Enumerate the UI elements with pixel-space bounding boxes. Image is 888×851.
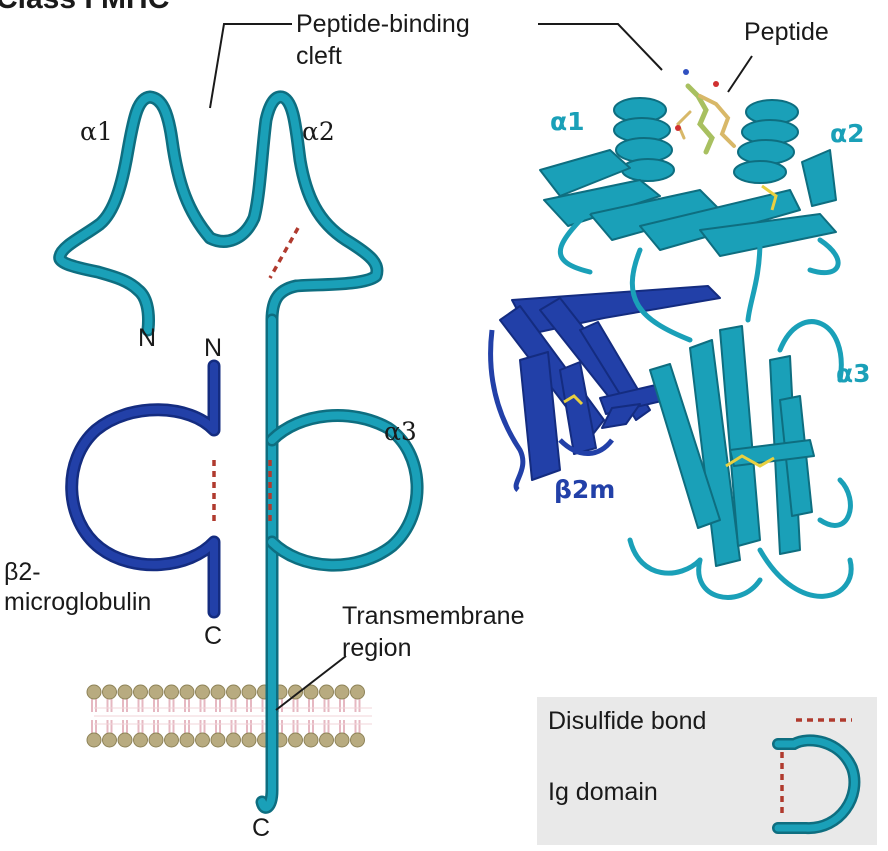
legend-ig-domain-label: Ig domain: [548, 778, 658, 806]
lipid-head: [319, 684, 334, 700]
c-terminus-b2m-label: C: [204, 622, 222, 650]
lipid-bilayer: [86, 684, 372, 748]
lipid-head: [303, 684, 319, 700]
alpha1-label: α1: [80, 117, 113, 146]
lipid-head: [148, 684, 164, 700]
transmembrane-label-line1: Transmembrane: [342, 602, 524, 630]
lipid-head: [319, 732, 334, 748]
peptide-leader-line: [727, 55, 753, 93]
peptide-label: Peptide: [744, 18, 829, 46]
alpha2-label: α2: [302, 117, 335, 146]
lipid-head: [179, 684, 195, 700]
disulfide-bond-alpha2: [268, 227, 300, 279]
lipid-head: [86, 732, 102, 748]
cleft-label-line1: Peptide-binding: [296, 10, 470, 38]
lipid-head: [102, 732, 117, 748]
n-terminus-b2m-label: N: [204, 334, 222, 362]
structure-b2m-label: β2m: [554, 475, 615, 504]
b2m-label-line2: microglobulin: [4, 588, 151, 616]
c-terminus-heavy-label: C: [252, 814, 270, 842]
transmembrane-label-line2: region: [342, 634, 412, 662]
lipid-head: [86, 684, 102, 700]
cleft-leader-line-right: [538, 23, 663, 71]
lipid-head: [241, 732, 257, 748]
lipid-head: [241, 684, 257, 700]
lipid-head: [164, 684, 179, 700]
peptide-stick-model: [675, 69, 736, 155]
crystal-structure-ribbon: [488, 69, 854, 600]
lipid-head: [350, 684, 365, 700]
lipid-head: [303, 732, 319, 748]
legend-disulfide-label: Disulfide bond: [548, 707, 706, 735]
lipid-head: [334, 684, 350, 700]
lipid-head: [133, 732, 148, 748]
b2m-label-line1: β2-: [4, 558, 41, 586]
structure-alpha1-label: α1: [550, 107, 585, 136]
lipid-head: [195, 732, 210, 748]
figure-title: Class I MHC: [0, 0, 169, 15]
cleft-label-line2: cleft: [296, 42, 342, 70]
lipid-head: [226, 684, 241, 700]
lipid-head: [288, 684, 303, 700]
alpha3-label: α3: [384, 417, 417, 446]
lipid-head: [117, 732, 133, 748]
lipid-head: [210, 684, 226, 700]
lipid-head: [102, 684, 117, 700]
lipid-head: [334, 732, 350, 748]
lipid-head: [210, 732, 226, 748]
transmembrane-leader-line: [275, 655, 347, 711]
lipid-head: [350, 732, 365, 748]
lipid-head: [288, 732, 303, 748]
lipid-head: [117, 684, 133, 700]
b2m-chain: [65, 359, 221, 619]
lipid-head: [226, 732, 241, 748]
cleft-leader-line: [209, 23, 292, 109]
lipid-head: [195, 684, 210, 700]
legend: Disulfide bond Ig domain: [537, 697, 877, 845]
lipid-head: [164, 732, 179, 748]
structure-alpha3-label: α3: [836, 359, 871, 388]
lipid-head: [179, 732, 195, 748]
lipid-head: [133, 684, 148, 700]
n-terminus-heavy-label: N: [138, 324, 156, 352]
structure-alpha2-label: α2: [830, 119, 865, 148]
lipid-head: [148, 732, 164, 748]
